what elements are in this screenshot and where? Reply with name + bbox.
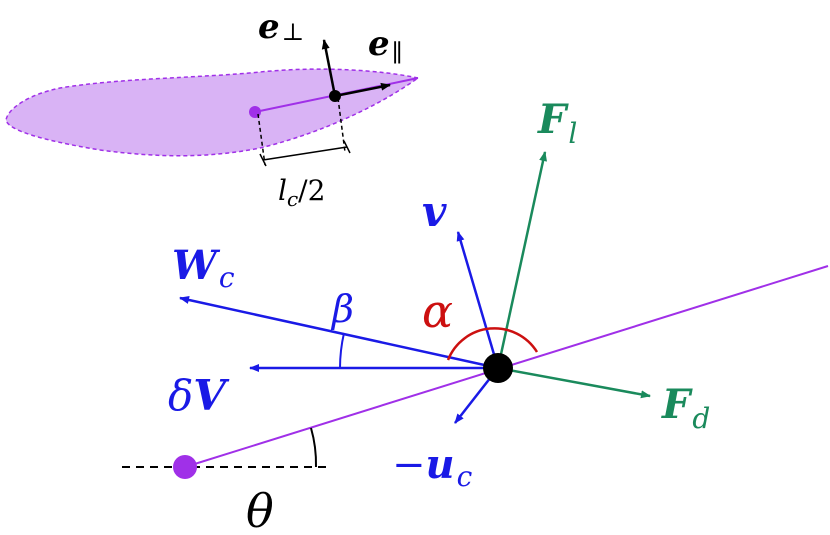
main-diagram: Fl Fd v Wc δV −uc α β θ — [122, 96, 829, 535]
label-length-half: lc/2 — [278, 174, 325, 211]
v-arrow — [456, 231, 500, 369]
dim-line — [262, 146, 348, 161]
theta-arc — [310, 427, 318, 468]
label-beta: β — [330, 287, 354, 331]
dim-tick-left — [257, 113, 266, 166]
dim-tick-right — [337, 97, 346, 153]
blade-pivot-dot — [249, 106, 261, 118]
dim-cap-right — [343, 140, 351, 154]
beta-arc — [339, 332, 345, 369]
label-e-parallel: e∥ — [368, 24, 403, 67]
label-F-l: Fl — [537, 96, 577, 150]
label-minus-u-c: −uc — [392, 441, 473, 493]
wc-arrow — [179, 296, 499, 370]
label-v: v — [422, 187, 447, 236]
label-theta: θ — [246, 484, 274, 535]
dim-cap-left — [259, 153, 267, 167]
label-F-d: Fd — [661, 381, 710, 435]
fd-arrow — [497, 366, 651, 399]
alpha-arc — [446, 327, 539, 361]
center-dot — [483, 353, 513, 383]
fl-arrow — [496, 151, 547, 369]
blade-shape — [5, 68, 420, 157]
label-alpha: α — [422, 284, 453, 338]
e-par-arrow — [334, 82, 391, 98]
label-delta-V: δV — [168, 371, 230, 420]
pivot-dot — [173, 455, 197, 479]
label-e-perp: e⊥ — [258, 7, 304, 47]
label-W-c: Wc — [172, 242, 235, 294]
e-perp-arrow — [321, 39, 337, 97]
blade-inset: e⊥ e∥ lc/2 — [5, 7, 420, 211]
